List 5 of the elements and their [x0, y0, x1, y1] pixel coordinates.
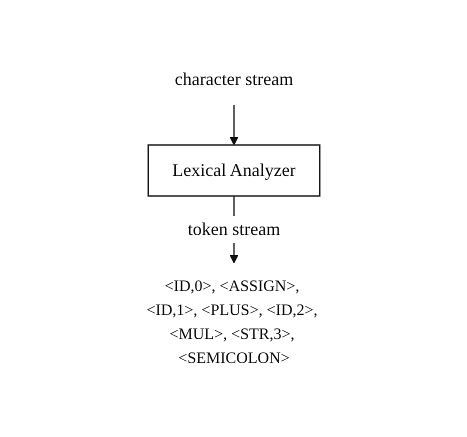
node-text: character stream — [174, 69, 293, 89]
node-text: <ID,0>, <ASSIGN>, <ID,1>, <PLUS>, <ID,2>, <MUL>, <STR,3>, <SEMICOLON> — [146, 278, 318, 367]
edge-label: token stream — [187, 219, 280, 239]
node-box: Lexical Analyzer — [147, 144, 320, 197]
arrow — [229, 105, 238, 146]
